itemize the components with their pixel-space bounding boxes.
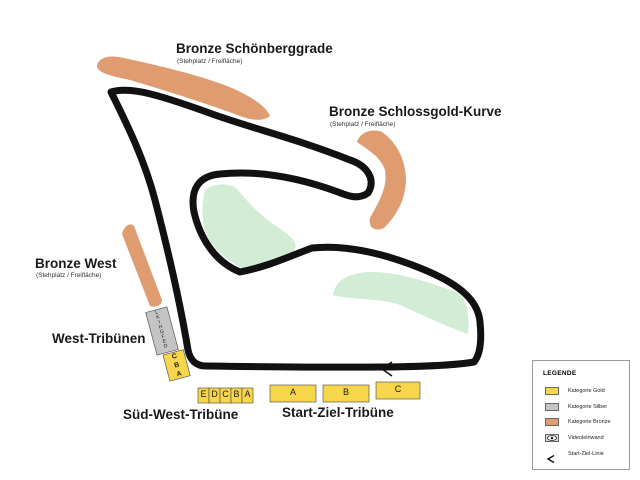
race-track: [107, 86, 485, 371]
infield-green-left: [202, 184, 296, 272]
legend-item-label: Kategorie Gold: [568, 388, 605, 394]
legend-title: LEGENDE: [543, 370, 577, 377]
legend-item-label: Start-Ziel-Linie: [568, 451, 604, 457]
west-stand-gold-block[interactable]: [162, 349, 191, 382]
silver-swatch: [545, 403, 559, 411]
legend-item-startline: Start-Ziel-Linie: [545, 449, 604, 464]
legend-item-bronze: Kategorie Bronze: [545, 417, 611, 427]
gold-swatch: [545, 387, 559, 395]
infield-green-right: [333, 272, 469, 334]
label-schlossgold-title: Bronze Schlossgold-Kurve: [329, 104, 502, 119]
startfinish-block-a[interactable]: [269, 384, 317, 403]
bronze-schlossgold-area: [357, 130, 406, 230]
label-west-tribuenen: West-Tribünen: [52, 331, 146, 346]
southwest-letter-b: B: [233, 389, 240, 399]
bronze-schoenberg-area: [96, 56, 270, 120]
label-bronze-west-title: Bronze West: [35, 256, 117, 271]
label-bronze-west-sub: (Stehplatz / Freifläche): [36, 272, 102, 279]
legend-box: LEGENDE Kategorie Gold Kategorie Silber …: [532, 360, 630, 470]
label-start-ziel-tribuene: Start-Ziel-Tribüne: [282, 405, 394, 420]
southwest-letter-a: A: [244, 389, 251, 399]
bronze-west-area: [122, 224, 162, 307]
southwest-block-a[interactable]: [241, 387, 254, 404]
legend-item-video: Videoleinwand: [545, 433, 604, 443]
bronze-swatch: [545, 418, 559, 426]
legend-item-label: Kategorie Bronze: [568, 419, 611, 425]
eye-icon: [545, 434, 559, 442]
startfinish-letter-b: B: [342, 387, 349, 397]
southwest-letter-c: C: [222, 389, 229, 399]
west-stand-silver-stack[interactable]: [145, 306, 179, 356]
startfinish-block-c[interactable]: [375, 381, 421, 400]
startfinish-block-b[interactable]: [322, 384, 370, 403]
southwest-letter-d: D: [211, 389, 218, 399]
legend-item-label: Videoleinwand: [568, 435, 604, 441]
label-sued-west-tribuene: Süd-West-Tribüne: [123, 407, 239, 422]
startfinish-letter-a: A: [289, 387, 296, 397]
legend-item-label: Kategorie Silber: [568, 404, 608, 410]
startfinish-letter-c: C: [394, 384, 402, 394]
label-schoenberg-sub: (Stehplatz / Freifläche): [177, 58, 243, 65]
label-schoenberg-title: Bronze Schönberggrade: [176, 41, 333, 56]
startfinish-stand: [269, 381, 421, 403]
label-schlossgold-sub: (Stehplatz / Freifläche): [330, 121, 396, 128]
southwest-stand: [197, 387, 254, 404]
chevron-left-icon: [545, 450, 559, 464]
legend-item-gold: Kategorie Gold: [545, 386, 605, 396]
legend-item-silver: Kategorie Silber: [545, 402, 607, 412]
southwest-letter-e: E: [200, 389, 207, 399]
